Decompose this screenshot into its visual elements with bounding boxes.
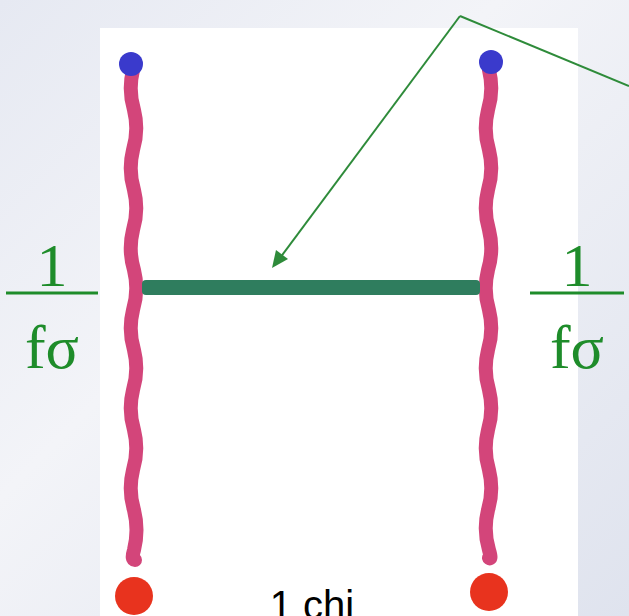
left-string [131,70,137,560]
fraction-numerator: 1 [562,234,593,296]
leader-line [460,16,629,86]
green-bar [142,280,480,295]
blue-dot [479,50,503,74]
blue-dot [119,52,143,76]
red-ball [115,577,153,615]
leader-line [280,16,460,258]
fraction-denominator: fσ [25,316,79,378]
red-ball [470,573,508,611]
white-panel [100,28,578,616]
arrowhead [272,250,288,268]
fraction-denominator: fσ [550,316,604,378]
fraction-numerator: 1 [37,234,68,296]
bottom-caption: 1 chi [270,585,355,616]
right-string [486,70,492,558]
